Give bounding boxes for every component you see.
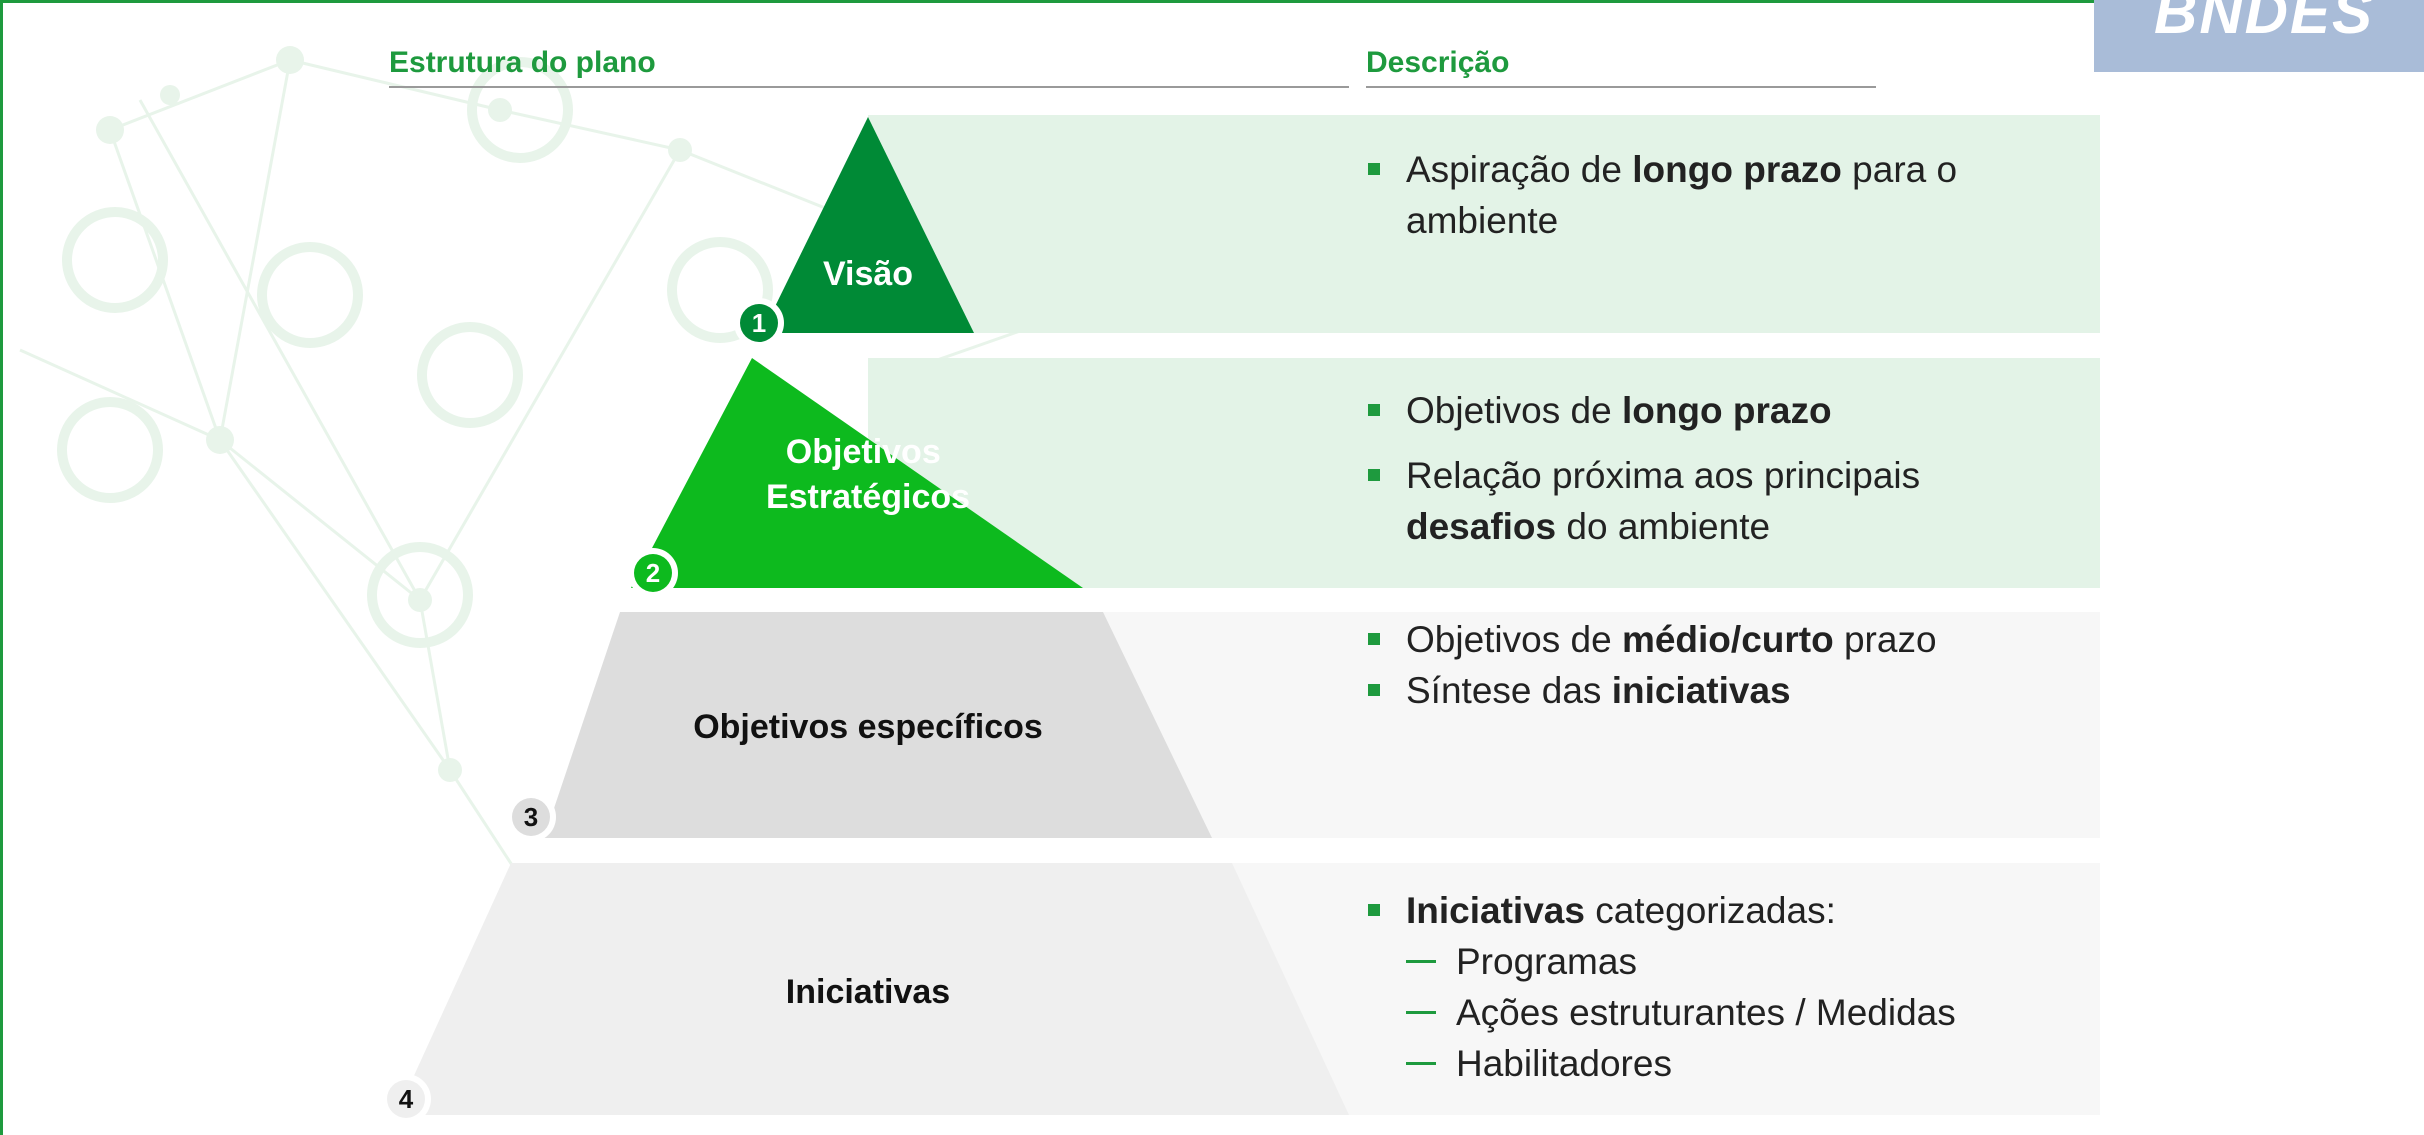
description-text: Ações estruturantes / Medidas [1456,992,1956,1033]
tier-1-description: Aspiração de longo prazo para o ambiente [1368,144,2088,246]
description-text: iniciativas [1611,670,1791,711]
description-bullet: Objetivos de médio/curto prazo [1368,614,2088,665]
bullet-square-icon [1368,469,1380,481]
description-sub-item: Ações estruturantes / Medidas [1368,987,2088,1038]
bullet-square-icon [1368,404,1380,416]
description-bullet: Síntese das iniciativas [1368,665,2088,716]
tier-2-band [868,358,2100,588]
structure-column-header: Estrutura do plano [389,46,656,79]
bullet-square-icon [1368,684,1380,696]
svg-text:3: 3 [524,802,538,832]
description-text: para o [1841,149,1958,190]
description-text: Síntese das [1406,670,1612,711]
tier-2-objetivos-estrategicos [631,358,1083,588]
tier-1-label: Visão [823,255,913,293]
dash-bullet-icon [1406,960,1436,963]
description-text: do ambiente [1556,506,1771,547]
tier-3-objetivos-especificos [544,612,1212,838]
bullet-square-icon [1368,633,1380,645]
bullet-square-icon [1368,163,1380,175]
description-text: desafios [1406,506,1557,547]
description-text: Objetivos de [1406,619,1622,660]
tier-3-number-badge: 3 [506,792,556,842]
description-bullet: Objetivos de longo prazo [1368,385,2088,436]
svg-text:4: 4 [399,1084,414,1114]
tier-4-number-badge: 4 [381,1074,431,1124]
description-text: Iniciativas [1406,890,1585,931]
description-text: Relação próxima aos principais [1406,455,1921,496]
description-text: longo prazo [1621,390,1832,431]
description-continuation: desafios do ambiente [1368,501,2088,552]
svg-text:1: 1 [752,308,766,338]
bndes-logo: BNDES [2094,0,2424,72]
description-text: Programas [1456,941,1637,982]
description-text: Aspiração de [1406,149,1633,190]
structure-header-rule [389,86,1349,88]
tier-4-iniciativas [396,863,1349,1115]
description-continuation: ambiente [1368,195,2088,246]
description-text: ambiente [1406,200,1559,241]
description-bullet: Aspiração de longo prazo para o [1368,144,2088,195]
bullet-square-icon [1368,904,1380,916]
description-bullet: Iniciativas categorizadas: [1368,885,2088,936]
description-sub-item: Habilitadores [1368,1038,2088,1089]
tier-4-label: Iniciativas [786,973,950,1011]
description-text: prazo [1833,619,1937,660]
tier-1-visao [762,117,974,333]
description-text: médio/curto [1621,619,1834,660]
logo-text: BNDES [2154,0,2375,46]
tier-3-label: Objetivos específicos [693,708,1043,746]
description-text: longo prazo [1632,149,1842,190]
tier-1-band [868,115,2100,333]
dash-bullet-icon [1406,1011,1436,1014]
tier-2-label: Objetivos Estratégicos [766,433,970,516]
description-sub-item: Programas [1368,936,2088,987]
tier-1-number-badge: 1 [734,298,784,348]
description-header-rule [1366,86,1876,88]
description-text: categorizadas: [1584,890,1836,931]
description-bullet: Relação próxima aos principais [1368,450,2088,501]
svg-text:2: 2 [646,558,660,588]
description-text: Objetivos de [1406,390,1622,431]
description-column-header: Descrição [1366,46,1510,79]
dash-bullet-icon [1406,1062,1436,1065]
description-text: Habilitadores [1456,1043,1672,1084]
tier-2-number-badge: 2 [628,548,678,598]
